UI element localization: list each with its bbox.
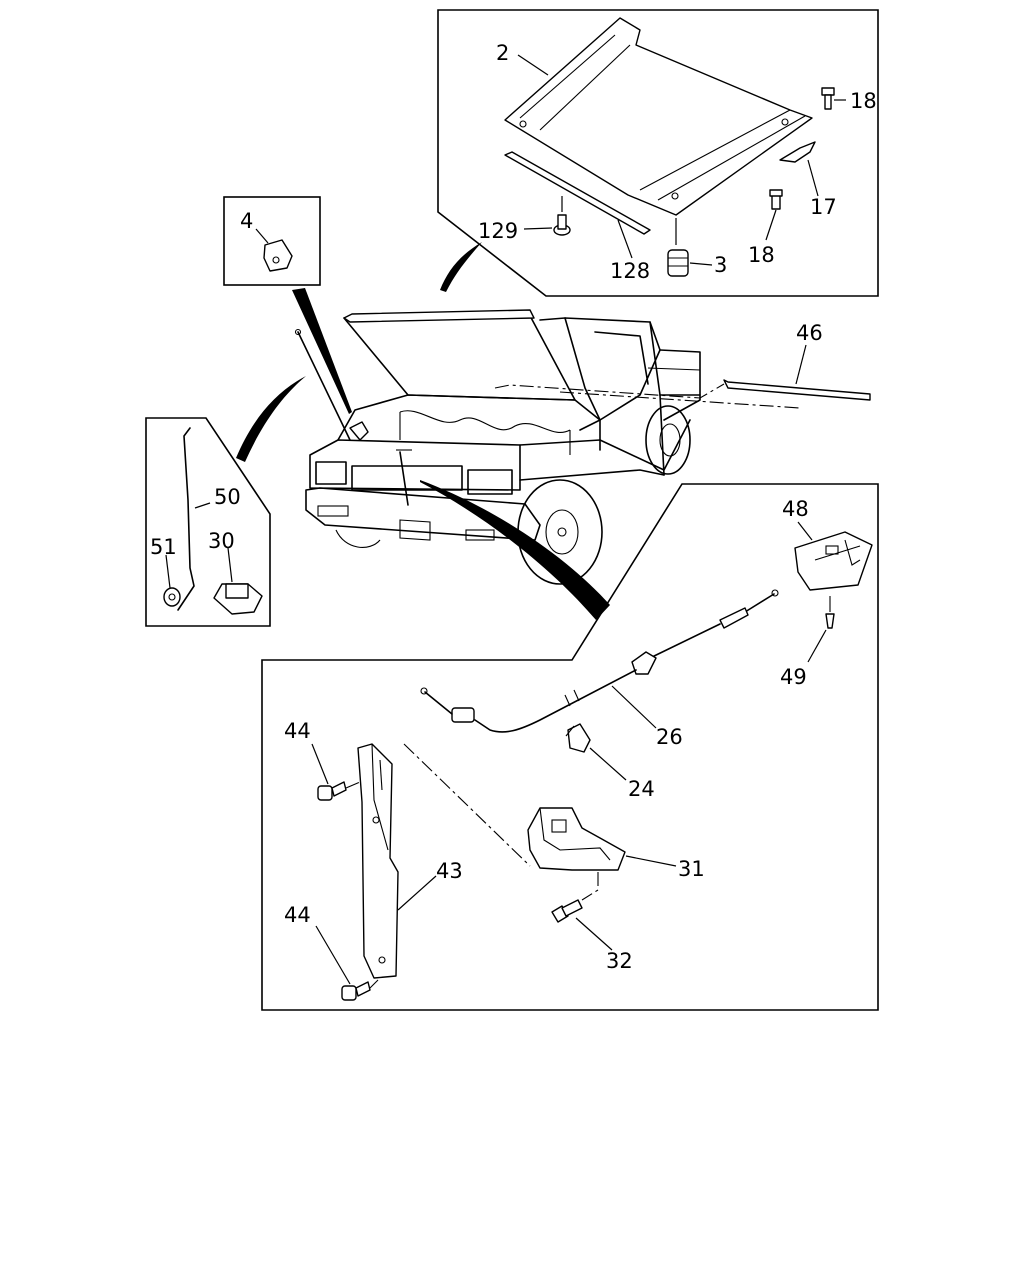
- release-handle-48: [794, 531, 873, 591]
- callout-43: 43: [436, 859, 463, 883]
- clip-inset-frame: [223, 196, 321, 286]
- callout-44-upper: 44: [284, 719, 311, 743]
- release-cable-26: [420, 589, 779, 733]
- clip-129: [553, 214, 571, 236]
- bumper-3: [667, 249, 689, 277]
- bolt-18-lower: [769, 189, 783, 210]
- callout-17: 17: [810, 195, 837, 219]
- callout-32: 32: [606, 949, 633, 973]
- callout-46: 46: [796, 321, 823, 345]
- callout-49: 49: [780, 665, 807, 689]
- grommet-51: [163, 587, 181, 607]
- latch-inset: 48 49 26 24: [261, 483, 879, 1011]
- screw-49: [825, 596, 835, 629]
- bolt-32: [551, 899, 583, 923]
- callout-18-lower: 18: [748, 243, 775, 267]
- hood-panel: [504, 17, 813, 216]
- bolt-44-lower: [341, 981, 371, 1001]
- prop-rod-inset: 50 51 30: [145, 417, 271, 627]
- callout-2: 2: [496, 41, 509, 65]
- callout-26: 26: [656, 725, 683, 749]
- hood-seal-128: [504, 151, 651, 235]
- bolt-18-upper: [821, 87, 835, 110]
- prop-rod-50: [177, 427, 195, 611]
- callout-128: 128: [610, 259, 650, 283]
- callout-4: 4: [240, 209, 253, 233]
- pickup-truck: [294, 309, 701, 585]
- callout-31: 31: [678, 857, 705, 881]
- clip-4: [263, 239, 293, 272]
- pointer-wedge-hood: [440, 242, 482, 292]
- callout-18-upper: 18: [850, 89, 877, 113]
- callout-50: 50: [214, 485, 241, 509]
- callout-30: 30: [208, 529, 235, 553]
- callout-24: 24: [628, 777, 655, 801]
- callout-44-lower: 44: [284, 903, 311, 927]
- pointer-wedge-prop: [236, 376, 306, 462]
- callout-48: 48: [782, 497, 809, 521]
- hinge-17: [779, 141, 816, 163]
- callout-129: 129: [478, 219, 518, 243]
- latch-support-43: [357, 743, 399, 979]
- holder-30: [213, 583, 263, 615]
- latch-inset-frame: [261, 483, 879, 1011]
- pointer-wedge-latch: [420, 480, 610, 620]
- hood-inset-frame: [437, 9, 879, 297]
- hood-latch-31: [527, 807, 626, 871]
- clip-inset: 4: [223, 196, 321, 286]
- callout-51: 51: [150, 535, 177, 559]
- pointer-wedge-clip: [292, 288, 352, 414]
- bolt-44-upper: [317, 781, 347, 801]
- hood-inset: 2 18 17 18 129 128 3: [437, 9, 879, 297]
- seal-strip-46: 46: [494, 321, 871, 409]
- callout-3: 3: [714, 253, 727, 277]
- cable-clip-24: [565, 723, 591, 753]
- prop-rod-inset-frame: [145, 417, 271, 627]
